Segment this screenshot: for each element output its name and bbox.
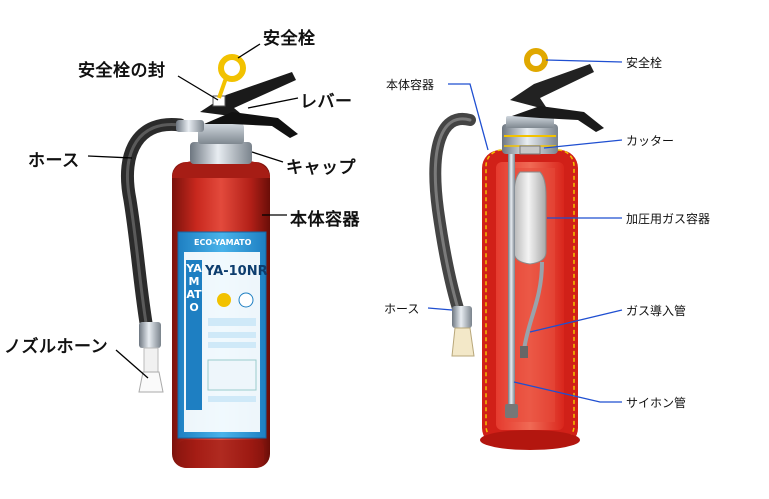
label-lever: レバー — [300, 92, 353, 112]
leader-r-safety-pin — [545, 59, 623, 63]
leader-r-siphon — [513, 381, 622, 403]
label-r-hose: ホース — [384, 302, 420, 316]
pressure-gas-cylinder — [513, 171, 547, 265]
safety-pin-ring — [218, 54, 246, 82]
lever — [200, 72, 296, 118]
cutter — [519, 145, 541, 155]
cap — [190, 142, 252, 164]
leader-nozzle-horn — [115, 349, 149, 379]
safety-pin-ring-cutaway — [524, 48, 548, 72]
leader-r-cutter — [543, 139, 623, 149]
left-extinguisher — [120, 54, 298, 468]
siphon-tube — [508, 154, 515, 410]
product-label — [177, 231, 267, 439]
label-r-gas-cylinder: 加圧用ガス容器 — [626, 212, 711, 226]
label-cap: キャップ — [286, 158, 356, 178]
label-r-body: 本体容器 — [386, 78, 435, 92]
leader-pin-seal — [177, 75, 219, 101]
product-brand-vertical: YAMATO — [186, 262, 202, 314]
left-leaders — [87, 43, 299, 379]
product-maker: ECO-YAMATO — [194, 238, 252, 247]
leader-r-hose — [427, 307, 453, 311]
leader-lever — [247, 97, 299, 109]
label-r-gas-inlet: ガス導入管 — [626, 304, 687, 318]
leader-r-gas-inlet — [529, 309, 623, 333]
leader-hose — [87, 155, 133, 159]
leader-r-body — [448, 83, 489, 151]
label-r-siphon: サイホン管 — [626, 396, 687, 410]
nozzle-horn — [138, 322, 164, 393]
label-hose: ホース — [28, 151, 80, 171]
leader-safety-pin — [237, 43, 261, 59]
right-leaders — [427, 59, 623, 403]
label-r-safety-pin: 安全栓 — [626, 56, 663, 70]
leader-cap — [251, 151, 284, 163]
label-r-cutter: カッター — [626, 134, 675, 148]
label-body: 本体容器 — [290, 210, 360, 230]
label-pin-seal: 安全栓の封 — [78, 61, 166, 81]
right-extinguisher — [429, 48, 604, 450]
carrying-handle — [204, 112, 298, 138]
label-safety-pin: 安全栓 — [263, 29, 316, 49]
product-model: YA-10NR — [205, 264, 268, 279]
gas-inlet-tube — [522, 261, 544, 351]
label-nozzle-horn: ノズルホーン — [4, 337, 109, 357]
